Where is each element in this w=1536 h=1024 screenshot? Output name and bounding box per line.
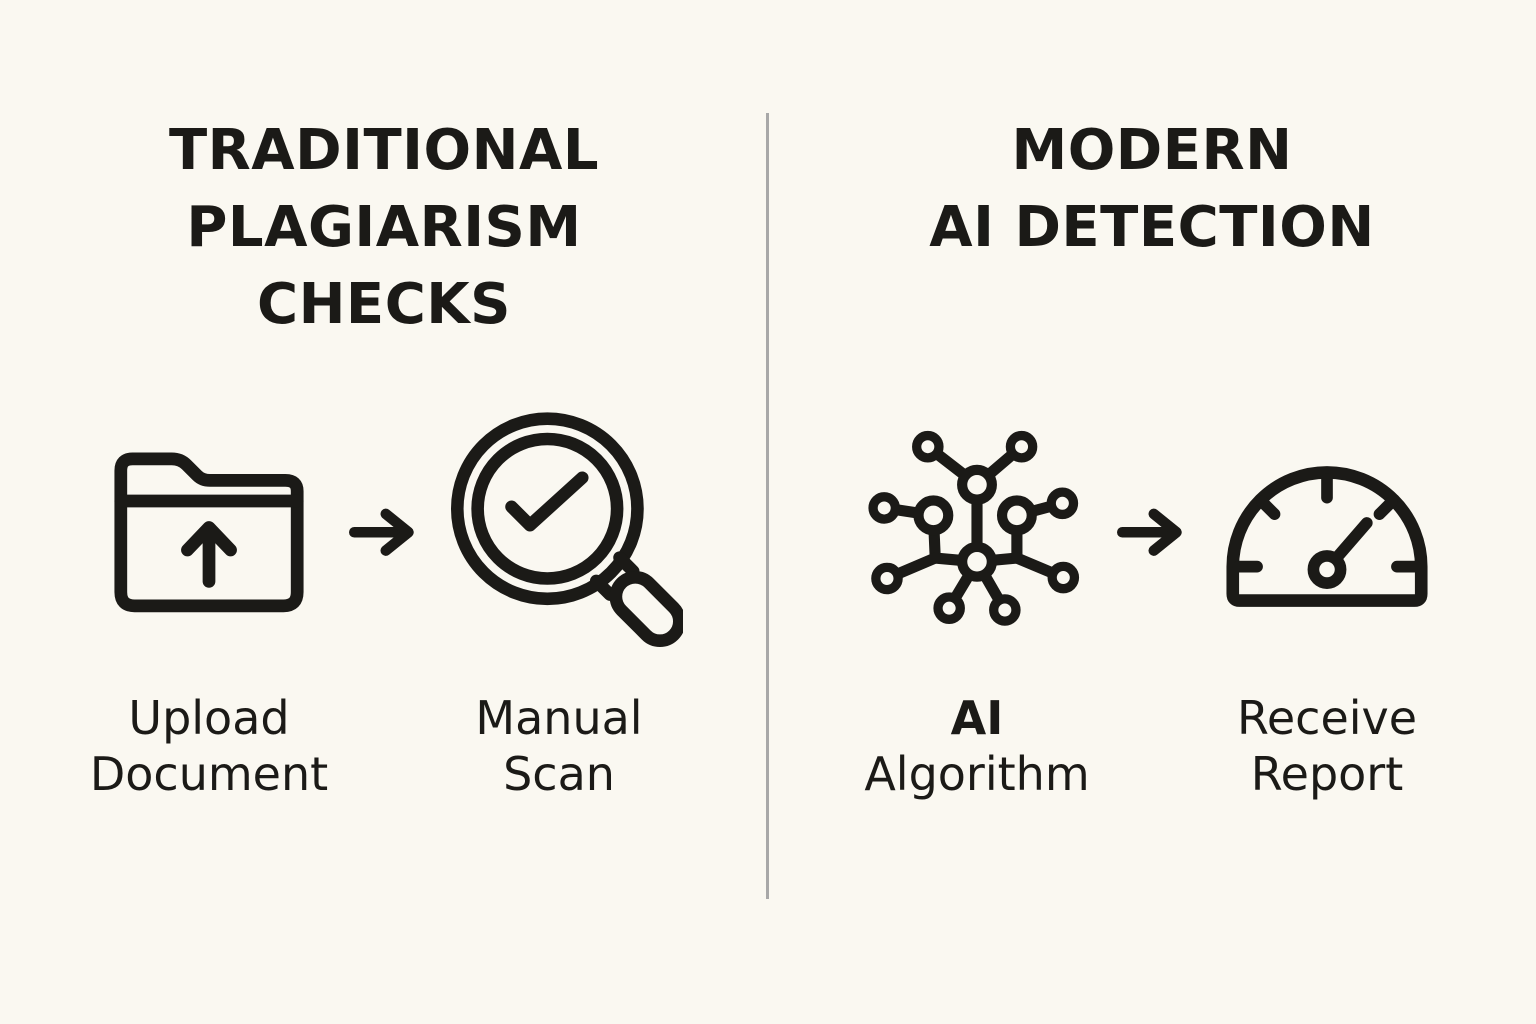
label-line: Algorithm bbox=[864, 747, 1090, 801]
label-line: Manual bbox=[475, 691, 643, 745]
arrow-right-icon bbox=[349, 415, 419, 650]
label-line: AI bbox=[950, 691, 1004, 745]
label-line: Scan bbox=[503, 747, 615, 801]
traditional-title: TRADITIONAL PLAGIARISM CHECKS bbox=[0, 112, 768, 343]
title-line: CHECKS bbox=[256, 272, 512, 337]
title-line: AI DETECTION bbox=[929, 195, 1375, 260]
title-line: PLAGIARISM bbox=[186, 195, 582, 260]
arrow-right-icon bbox=[1117, 415, 1187, 650]
folder-upload-icon bbox=[111, 415, 307, 650]
step-label: Upload Document bbox=[90, 690, 328, 802]
step-label: Manual Scan bbox=[475, 690, 642, 802]
label-line: Document bbox=[89, 747, 329, 801]
title-line: TRADITIONAL bbox=[168, 118, 599, 183]
vertical-divider bbox=[766, 113, 769, 899]
label-line: Report bbox=[1250, 747, 1404, 801]
modern-column: MODERN AI DETECTION bbox=[768, 0, 1536, 1024]
label-line: Receive bbox=[1236, 691, 1418, 745]
modern-steps-row: AI Algorithm bbox=[768, 415, 1536, 802]
step-upload-document: Upload Document bbox=[69, 415, 349, 802]
traditional-column: TRADITIONAL PLAGIARISM CHECKS Upload Doc… bbox=[0, 112, 768, 802]
modern-title: MODERN AI DETECTION bbox=[768, 112, 1536, 266]
step-receive-report: Receive Report bbox=[1187, 415, 1467, 802]
title-line: MODERN bbox=[1011, 118, 1293, 183]
step-label: AI Algorithm bbox=[864, 690, 1089, 802]
label-line: Upload bbox=[128, 691, 290, 745]
step-ai-algorithm: AI Algorithm bbox=[837, 415, 1117, 802]
neural-network-icon bbox=[861, 415, 1093, 650]
step-manual-scan: Manual Scan bbox=[419, 411, 699, 802]
step-label: Receive Report bbox=[1237, 690, 1417, 802]
gauge-icon bbox=[1225, 415, 1429, 650]
magnifier-check-icon bbox=[435, 411, 683, 650]
traditional-steps-row: Upload Document bbox=[0, 411, 768, 802]
